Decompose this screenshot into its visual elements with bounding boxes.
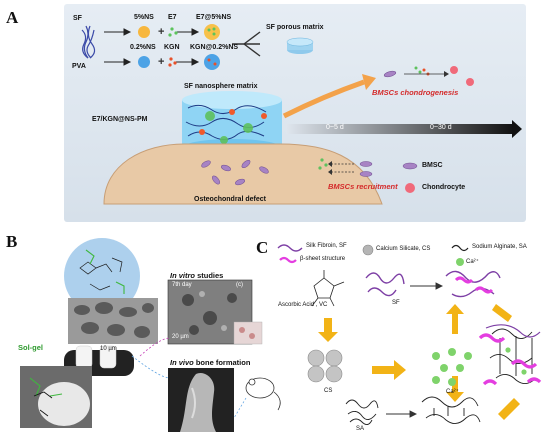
panel-b-letter: B [6, 232, 18, 251]
panel-c-graphics [277, 244, 542, 425]
timeline-end-label: 0~30 d [430, 124, 452, 131]
vc-molecule-icon [311, 270, 345, 307]
bmsc-legend-icon [402, 162, 418, 170]
kgnns-label: KGN@0.2%NS [190, 44, 239, 51]
calcium-silicate-icon [362, 244, 374, 256]
invivo-label: In vivo bone formation [170, 358, 250, 367]
legend-sodium-alginate-label: Sodium Alginate, SA [472, 244, 527, 250]
pm-label: E7/KGN@NS-PM [92, 116, 148, 123]
e7ns-label: E7@5%NS [196, 14, 232, 21]
sa-structure-icon [345, 399, 379, 425]
chondrocyte-legend-icon [405, 183, 415, 193]
recruitment-label: BMSCs recruitment [328, 182, 398, 191]
legend-chondrocyte-label: Chondrocyte [422, 184, 466, 191]
kgn-label: KGN [164, 44, 180, 51]
vc-label: Ascorbic Acid , VC [278, 302, 328, 308]
ns5-label: 5%NS [134, 14, 154, 21]
sf-label-c: SF [392, 300, 400, 306]
calcium-ion-icon [456, 258, 464, 266]
panel-b-graphics [20, 238, 281, 432]
nanosphere-matrix-label: SF nanosphere matrix [184, 83, 258, 90]
invivo-prefix: In vivo [170, 358, 194, 367]
day-label: 7th day [172, 282, 192, 288]
pva-label: PVA [72, 63, 86, 70]
porous-matrix-label: SF porous matrix [266, 24, 324, 31]
kgnns-sphere-icon [204, 54, 220, 70]
svg-text:+: + [158, 26, 164, 38]
invitro-label: In vitro studies [170, 271, 223, 280]
sample-cylinder-icon [75, 345, 93, 369]
legend-calcium-ion-label: Ca²⁺ [466, 259, 479, 265]
legend-calcium-silicate-label: Calcium Silicate, CS [376, 246, 431, 252]
ns02-label: 0.2%NS [130, 44, 156, 51]
ca-label: Ca²⁺ [446, 389, 459, 395]
invitro-prefix: In vitro [170, 271, 196, 280]
invivo-suffix: bone formation [193, 358, 251, 367]
sa-label: SA [356, 426, 365, 432]
timeline-start-label: 0~5 d [326, 124, 344, 131]
sf-fiber-icon [81, 25, 96, 59]
defect-tissue-icon [103, 143, 383, 205]
chondrogenesis-label: BMSCs chondrogenesis [372, 88, 459, 97]
invitro-suffix: studies [195, 271, 224, 280]
beta-sheet-icon [279, 256, 297, 264]
sodium-alginate-icon [451, 244, 469, 252]
panel-a-graphics: + + [81, 24, 522, 205]
panel-c-letter: C [256, 238, 269, 257]
legend-silk-fibroin-label: Silk Fibroin, SF [306, 243, 347, 249]
rat-icon [245, 377, 281, 411]
silk-fibroin-icon [277, 244, 303, 252]
ns5-sphere-icon [138, 26, 150, 38]
solgel-label: Sol-gel [18, 343, 44, 352]
cs-label: CS [324, 388, 333, 394]
e7ns-sphere-icon [204, 24, 220, 40]
e7-molecule-icon [168, 27, 178, 37]
svg-text:+: + [158, 56, 164, 68]
inset-label: (c) [236, 282, 243, 288]
panel-a-letter: A [6, 8, 19, 27]
sf-label: SF [73, 15, 82, 22]
scale-bar-1: 10 µm [100, 346, 117, 352]
legend-bmsc-label: BMSC [422, 162, 443, 169]
defect-label: Osteochondral defect [194, 196, 266, 203]
molecule-sphere-icon [64, 238, 140, 314]
scale-bar-2: 20 µm [172, 334, 189, 340]
kgn-molecule-icon [168, 57, 177, 67]
ns02-sphere-icon [138, 56, 150, 68]
e7-label: E7 [168, 14, 177, 21]
legend-beta-sheet-label: β-sheet structure [300, 256, 346, 262]
